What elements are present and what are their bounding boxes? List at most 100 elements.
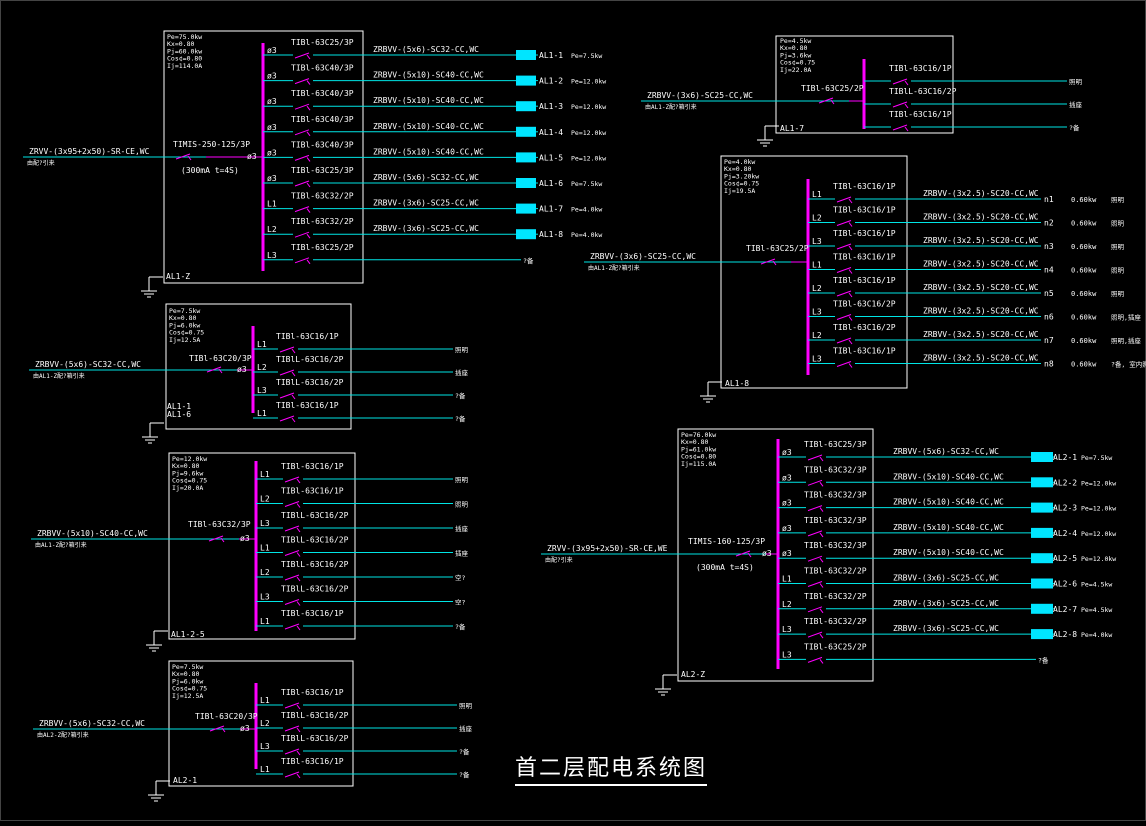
circuit-row: ø3TIBl-63C32/3PZRBVV-(5x10)-SC40-CC,WCAL… — [778, 491, 1116, 513]
circuit-load: Pe=4.5kw — [1081, 606, 1112, 614]
breaker-tick — [306, 259, 311, 265]
circuit-power: 0.60kw — [1071, 267, 1097, 275]
circuit-power: 0.60kw — [1071, 220, 1097, 228]
panel-param: Cos¢=0.75 — [172, 685, 207, 693]
circuit-row: L1TIBl-63C32/2PZRBVV-(3x6)-SC25-CC,WCAL1… — [263, 192, 602, 214]
panel-param: Ij=114.0A — [167, 62, 202, 70]
circuit-row: L1TIBl-63C16/1PZRBVV-(3x2.5)-SC20-CC,WCn… — [808, 182, 1125, 204]
breaker-tick — [848, 269, 853, 274]
circuit-row: L2TIBl-63C32/2PZRBVV-(3x6)-SC25-CC,WCAL2… — [778, 592, 1112, 614]
breaker-tick — [296, 478, 301, 484]
circuit-phase: L2 — [260, 719, 270, 728]
panel-label: AL1-1 — [167, 402, 191, 411]
circuit-load: Pe=12.0kw — [571, 103, 606, 111]
incoming-source: 由配?引来 — [545, 556, 573, 564]
breaker-tick — [306, 233, 311, 239]
circuit-load: Pe=7.5kw — [571, 52, 602, 60]
meter-box — [1031, 603, 1053, 614]
circuit-breaker: TIBl-63C32/3P — [804, 491, 867, 500]
circuit-breaker: TIBl-63C32/3P — [804, 465, 867, 474]
circuit-id: AL2-2 — [1053, 478, 1077, 487]
incoming-source: 由AL1-Z配?箱引来 — [33, 372, 85, 380]
breaker-blade — [807, 505, 823, 512]
breaker-tick — [848, 222, 853, 227]
circuit-cable: ZRBVV-(3x6)-SC25-CC,WC — [893, 624, 999, 633]
circuit-cable: ZRBVV-(5x10)-SC40-CC,WC — [373, 122, 484, 131]
circuit-row: L2TIBl-63C16/2PZRBVV-(3x2.5)-SC20-CC,WCn… — [808, 323, 1141, 345]
panel-param: Cos¢=0.80 — [167, 55, 202, 63]
breaker-tick — [220, 537, 225, 543]
circuit-phase: L1 — [267, 200, 277, 209]
circuit-id: AL2-1 — [1053, 453, 1077, 462]
meter-box — [1031, 629, 1053, 640]
circuit-cable: ZRBVV-(3x2.5)-SC20-CC,WC — [923, 189, 1039, 198]
circuit-breaker: TIBl-63C25/3P — [804, 440, 867, 449]
incoming-source: 由AL1-Z配?箱引来 — [35, 541, 87, 549]
breaker-blade — [807, 454, 823, 461]
circuit-cable: ZRBVV-(3x2.5)-SC20-CC,WC — [923, 283, 1039, 292]
breaker-blade — [209, 725, 225, 732]
circuit-breaker: TIBl-63C16/1P — [833, 347, 896, 356]
panel-param: Pj=6.0kw — [169, 321, 200, 329]
incoming-breaker: TIMIS-250-125/3P — [173, 140, 250, 149]
incoming-breaker: TIMIS-160-125/3P — [688, 537, 765, 546]
circuit-load: ?备 — [459, 770, 470, 779]
circuit-cable: ZRBVV-(5x6)-SC32-CC,WC — [893, 447, 999, 456]
breaker-blade — [284, 550, 300, 556]
circuit-load: 空? — [455, 573, 466, 582]
circuit-breaker: TIBl-63C25/3P — [291, 166, 354, 175]
panel-frame — [165, 303, 352, 430]
circuit-phase: ø3 — [782, 524, 792, 533]
incoming-cable: ZRVV-(3x95+2x50)-SR-CE,WE — [547, 544, 668, 553]
incoming-breaker: TIBl-63C20/3P — [195, 712, 258, 721]
breaker-tick — [904, 103, 909, 109]
meter-box — [1031, 452, 1053, 462]
circuit-power: 0.60kw — [1071, 196, 1097, 204]
circuit-phase: L3 — [782, 650, 792, 659]
breaker-blade — [284, 525, 300, 532]
circuit-breaker: TIBl-63C16/1P — [833, 229, 896, 238]
meter-box — [516, 152, 536, 163]
ground-symbol — [700, 381, 722, 403]
breaker-tick — [296, 625, 301, 631]
panel-param: Cos¢=0.75 — [780, 59, 815, 67]
incoming-phase: ø3 — [762, 549, 772, 558]
meter-box — [516, 126, 536, 137]
circuit-load: ?备 — [523, 256, 534, 265]
panel-label: AL2-1 — [173, 776, 197, 785]
breaker-tick — [306, 208, 311, 213]
panel-frame — [720, 155, 908, 389]
ground-symbol — [142, 422, 164, 444]
circuit-phase: L1 — [812, 190, 822, 199]
breaker-blade — [284, 501, 300, 507]
circuit-cable: ZRBVV-(5x10)-SC40-CC,WC — [373, 96, 484, 105]
circuit-load: 插座 — [455, 549, 469, 558]
circuit-power: 0.60kw — [1071, 361, 1097, 369]
meter-box — [1031, 502, 1053, 513]
breaker-blade — [294, 129, 310, 136]
circuit-load: 插座 — [459, 724, 473, 733]
circuit-breaker: TIBl-63C32/2P — [804, 567, 867, 576]
panel-param: Pe=12.0kw — [172, 455, 207, 463]
circuit-cable: ZRBVV-(3x2.5)-SC20-CC,WC — [923, 260, 1039, 269]
circuit-phase: L1 — [260, 544, 270, 553]
incoming-rcd: (300mA t=4S) — [181, 166, 239, 175]
circuit-phase: L1 — [260, 617, 270, 626]
circuit-row: L2TIBl-63C32/2PZRBVV-(3x6)-SC25-CC,WCAL1… — [263, 217, 602, 240]
circuit-id: AL2-4 — [1053, 529, 1077, 538]
incoming-cable: ZRBVV-(3x6)-SC25-CC,WC — [647, 91, 753, 100]
circuit-load: ?备 — [455, 622, 466, 631]
circuit-phase: L2 — [812, 284, 822, 293]
breaker-tick — [819, 532, 824, 538]
circuit-row: ø3TIBl-63C40/3PZRBVV-(5x10)-SC40-CC,WCAL… — [263, 89, 606, 112]
panel-frame — [168, 660, 354, 787]
breaker-blade — [892, 124, 908, 131]
circuit-cable: ZRBVV-(5x10)-SC40-CC,WC — [893, 472, 1004, 481]
breaker-blade — [294, 206, 310, 213]
breaker-tick — [296, 576, 301, 582]
